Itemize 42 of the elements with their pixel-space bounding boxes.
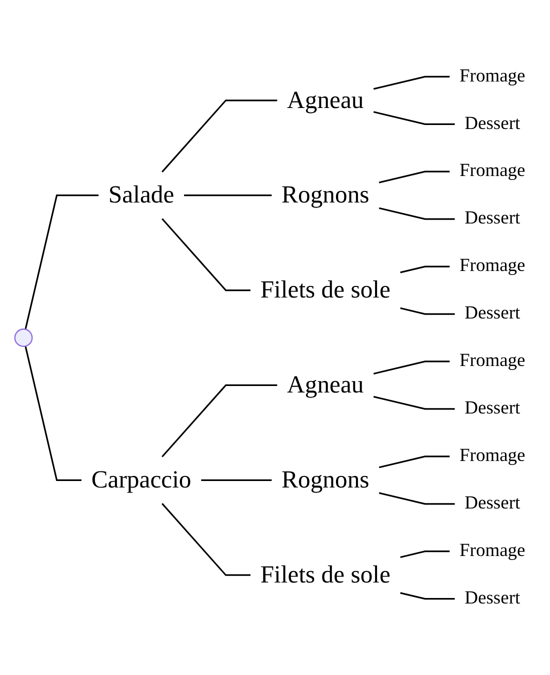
node-text: Salade bbox=[108, 182, 174, 209]
node-text: Agneau bbox=[287, 86, 364, 114]
connector bbox=[378, 207, 455, 220]
node-text: Filets de sole bbox=[260, 276, 390, 304]
connector bbox=[378, 492, 455, 504]
node-text: Dessert bbox=[464, 588, 520, 608]
connector bbox=[373, 396, 455, 410]
node-text: Fromage bbox=[460, 351, 526, 371]
connector bbox=[378, 170, 450, 184]
connector bbox=[373, 110, 455, 125]
tree-diagram: Salade Agneau Fromage Dessert Rognons Fromage Dessert Filets de sole Fromage Dessert Carpaccio Agneau Fromage Dessert Rognons Fromage Dessert Filets de sole Fromage Dessert bbox=[5, 48, 545, 628]
node-text: Rognons bbox=[282, 182, 370, 209]
node-text: Fromage bbox=[460, 446, 526, 466]
node-text: Filets de sole bbox=[260, 561, 390, 588]
node-text: Dessert bbox=[464, 398, 520, 418]
connector bbox=[400, 266, 450, 273]
connector bbox=[162, 384, 278, 458]
connector bbox=[373, 76, 450, 90]
connector bbox=[400, 592, 455, 600]
node-text: Fromage bbox=[460, 256, 526, 276]
connector bbox=[24, 346, 82, 481]
connector bbox=[162, 502, 250, 576]
node-text: Dessert bbox=[464, 493, 520, 514]
connector bbox=[378, 455, 450, 468]
node-text: Dessert bbox=[464, 304, 520, 324]
connector bbox=[184, 194, 272, 196]
connector bbox=[162, 99, 278, 172]
node-text: Fromage bbox=[460, 540, 526, 561]
node-text: Agneau bbox=[287, 371, 364, 399]
connector bbox=[400, 307, 455, 315]
node-text: Fromage bbox=[460, 66, 526, 86]
node-text: Fromage bbox=[460, 161, 526, 181]
node-text: Dessert bbox=[464, 208, 520, 228]
connector bbox=[373, 360, 450, 374]
connector bbox=[201, 479, 272, 481]
node-text: Dessert bbox=[464, 114, 520, 134]
node-point bbox=[14, 328, 33, 347]
connector bbox=[24, 194, 99, 330]
connector bbox=[400, 550, 450, 558]
node-text: Rognons bbox=[282, 466, 370, 494]
connector bbox=[162, 218, 250, 291]
node-text: Carpaccio bbox=[91, 466, 192, 494]
